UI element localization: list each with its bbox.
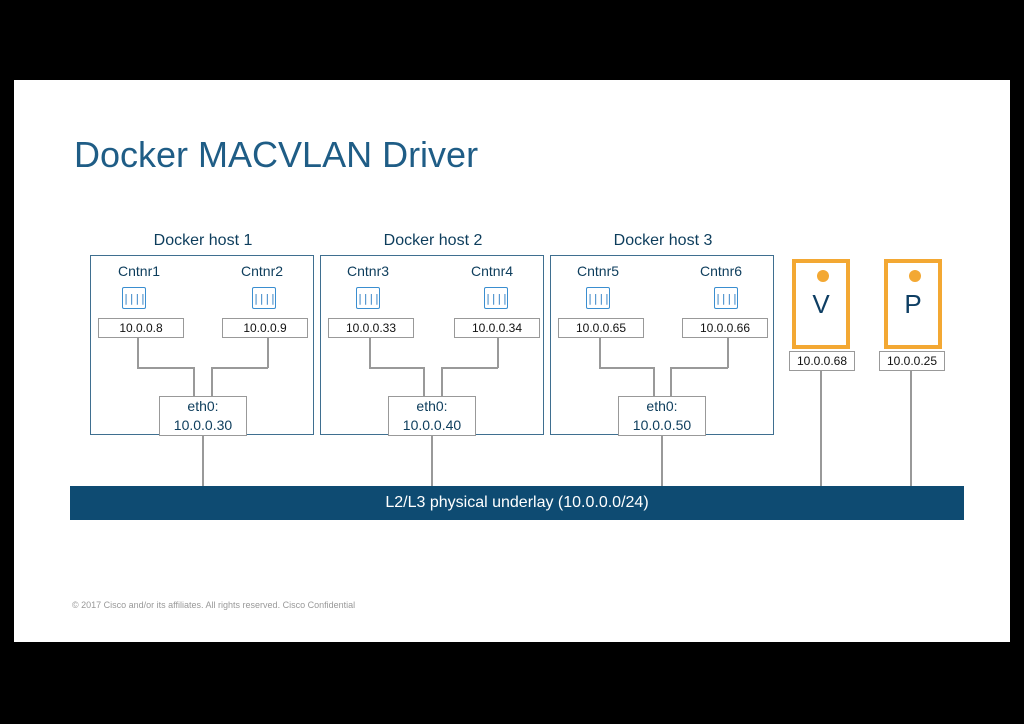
host-3-eth0: eth0: 10.0.0.50 [618, 396, 706, 436]
vm-letter: V [812, 289, 830, 319]
container-1-ip: 10.0.0.8 [98, 318, 184, 338]
host-1-eth0: eth0: 10.0.0.30 [159, 396, 247, 436]
link-line [267, 338, 269, 368]
slide: Docker MACVLAN Driver Docker host 1 Cntn… [14, 80, 1010, 642]
status-dot [909, 270, 921, 282]
link-line [137, 367, 194, 369]
server-ip: 10.0.0.25 [879, 351, 945, 371]
link-line [137, 338, 139, 368]
vm-ip: 10.0.0.68 [789, 351, 855, 371]
container-icon: |||| [122, 287, 146, 309]
link-line [441, 367, 443, 397]
eth-label: eth0: [416, 398, 448, 414]
uplink-line [820, 371, 822, 487]
page-title: Docker MACVLAN Driver [74, 134, 479, 175]
footer-copyright: © 2017 Cisco and/or its affiliates. All … [72, 600, 356, 610]
uplink-line [431, 435, 433, 487]
eth-ip: 10.0.0.30 [173, 417, 233, 433]
physical-server-icon: P [884, 259, 942, 349]
uplink-line [661, 435, 663, 487]
link-line [599, 367, 654, 369]
uplink-line [910, 371, 912, 487]
link-line [211, 367, 213, 397]
container-2-label: Cntnr2 [241, 263, 284, 279]
container-icon: |||| [484, 287, 508, 309]
container-6-label: Cntnr6 [700, 263, 743, 279]
container-icon: |||| [586, 287, 610, 309]
link-line [497, 338, 499, 368]
link-line [211, 367, 268, 369]
eth-ip: 10.0.0.40 [402, 417, 462, 433]
link-line [423, 367, 425, 397]
link-line [441, 367, 498, 369]
eth-label: eth0: [646, 398, 678, 414]
host-2-label: Docker host 2 [383, 232, 483, 249]
link-line [369, 367, 424, 369]
container-3-label: Cntnr3 [347, 263, 390, 279]
eth-label: eth0: [187, 398, 219, 414]
container-5-ip: 10.0.0.65 [558, 318, 644, 338]
eth-ip: 10.0.0.50 [632, 417, 692, 433]
container-icon: |||| [714, 287, 738, 309]
container-2-ip: 10.0.0.9 [222, 318, 308, 338]
link-line [599, 338, 601, 368]
link-line [193, 367, 195, 397]
container-5-label: Cntnr5 [577, 263, 620, 279]
host-1-label: Docker host 1 [153, 232, 253, 249]
container-6-ip: 10.0.0.66 [682, 318, 768, 338]
virtual-machine-icon: V [792, 259, 850, 349]
server-letter: P [904, 289, 922, 319]
container-4-ip: 10.0.0.34 [454, 318, 540, 338]
container-4-label: Cntnr4 [471, 263, 514, 279]
container-3-ip: 10.0.0.33 [328, 318, 414, 338]
link-line [653, 367, 655, 397]
host-3-label: Docker host 3 [613, 232, 713, 249]
container-1-label: Cntnr1 [118, 263, 161, 279]
host-2-eth0: eth0: 10.0.0.40 [388, 396, 476, 436]
container-icon: |||| [252, 287, 276, 309]
uplink-line [202, 435, 204, 487]
status-dot [817, 270, 829, 282]
container-icon: |||| [356, 287, 380, 309]
link-line [369, 338, 371, 368]
link-line [670, 367, 728, 369]
link-line [727, 338, 729, 368]
link-line [670, 367, 672, 397]
physical-underlay-bar: L2/L3 physical underlay (10.0.0.0/24) [70, 486, 964, 520]
